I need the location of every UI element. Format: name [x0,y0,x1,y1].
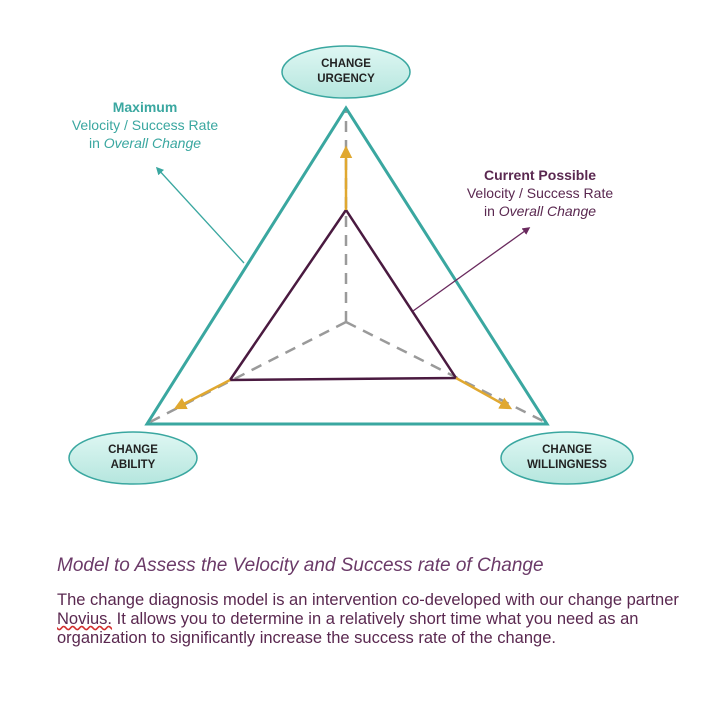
current-annotation: Current Possible Velocity / Success Rate… [440,166,640,220]
node-willingness-label: CHANGE WILLINGNESS [502,443,632,473]
current-title: Current Possible [483,167,597,183]
dashed-axes [149,108,546,424]
caption-body-part1: The change diagnosis model is an interve… [57,591,679,609]
node-willingness-line2: WILLINGNESS [527,459,607,471]
node-urgency-label: CHANGE URGENCY [286,57,406,87]
node-ability-line2: ABILITY [110,459,156,471]
maximum-line1: Velocity / Success Rate [71,117,219,133]
current-line1: Velocity / Success Rate [466,185,614,201]
maximum-annotation: Maximum Velocity / Success Rate in Overa… [45,98,245,152]
maximum-line2: in Overall Change [88,135,202,151]
current-line2: in Overall Change [483,203,597,219]
node-ability-line1: CHANGE [108,444,158,456]
maximum-triangle [144,105,550,426]
growth-arrow-willingness [455,376,513,410]
current-pointer-arrow [412,227,531,312]
urgency-ellipse [281,45,411,99]
caption-title: Model to Assess the Velocity and Success… [57,555,544,576]
ability-ellipse [68,431,198,485]
node-urgency-line1: CHANGE [321,58,371,70]
growth-arrows [173,145,513,410]
maximum-pointer-arrow [155,166,245,264]
caption-body: The change diagnosis model is an interve… [57,591,707,648]
node-urgency-line2: URGENCY [317,73,375,85]
current-triangle [227,207,459,382]
node-willingness-line1: CHANGE [542,444,592,456]
node-ability-label: CHANGE ABILITY [73,443,193,473]
caption-body-part2: It allows you to determine in a relative… [57,610,639,647]
growth-arrow-ability [173,378,231,410]
caption-body-novius: Novius. [57,610,113,628]
willingness-ellipse [500,431,634,485]
maximum-title: Maximum [112,99,178,115]
